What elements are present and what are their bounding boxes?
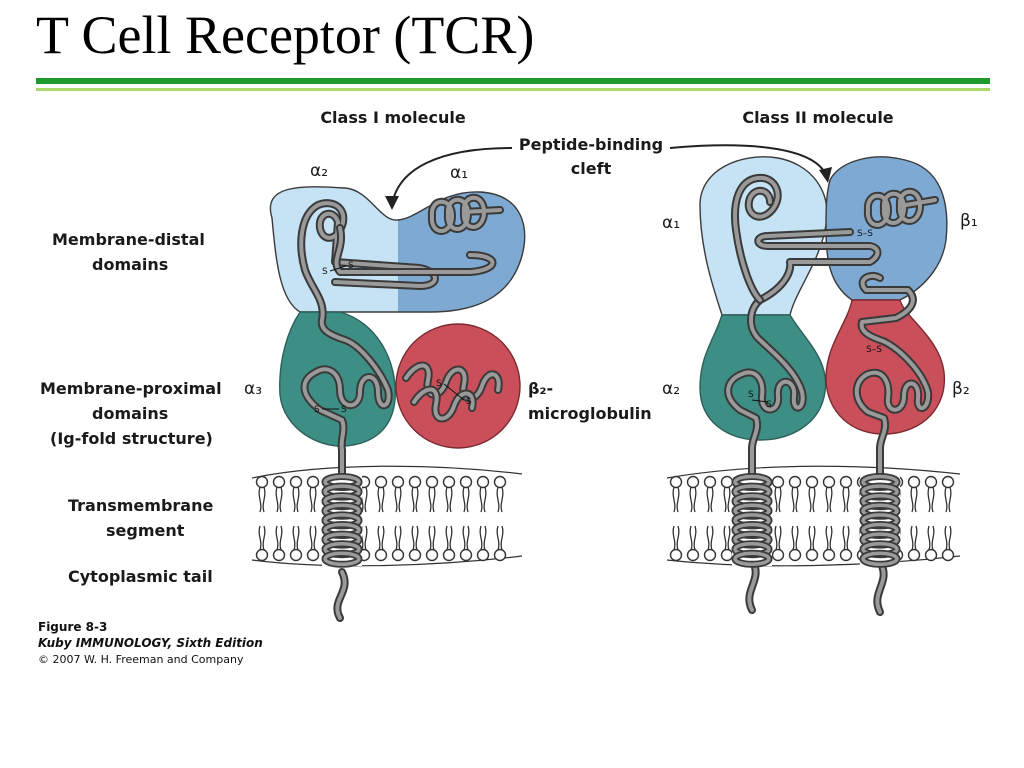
caption-book: Kuby IMMUNOLOGY, Sixth Edition xyxy=(38,636,263,650)
cleft-arrow-left-head xyxy=(385,196,399,210)
slide-title: T Cell Receptor (TCR) xyxy=(36,5,535,65)
svg-text:S: S xyxy=(314,405,320,415)
membrane-left xyxy=(251,465,523,567)
svg-text:S–S: S–S xyxy=(857,229,873,239)
class1-molecule xyxy=(269,186,526,622)
label-peptide-binding: Peptide-binding xyxy=(519,135,663,154)
label-class-1: Class I molecule xyxy=(320,108,466,127)
title-rule-thick xyxy=(36,78,990,84)
label-c1-alpha2: α₂ xyxy=(310,161,328,181)
label-c2-alpha1: α₁ xyxy=(662,213,680,233)
svg-text:S–S: S–S xyxy=(866,345,882,355)
label-transmembrane-2: segment xyxy=(106,521,185,540)
caption-copyright: © 2007 W. H. Freeman and Company xyxy=(38,653,244,666)
label-c1-alpha1: α₁ xyxy=(450,163,468,183)
cleft-arrow-right xyxy=(669,144,827,176)
label-cleft: cleft xyxy=(571,159,612,178)
label-b2m-2: microglobulin xyxy=(528,404,652,423)
svg-text:S: S xyxy=(348,261,354,271)
svg-text:S: S xyxy=(341,405,347,415)
svg-text:S: S xyxy=(436,379,442,389)
class2-molecule xyxy=(699,156,948,616)
label-cytoplasmic-tail: Cytoplasmic tail xyxy=(68,567,213,586)
svg-text:S: S xyxy=(766,400,772,410)
beta2-microglobulin-domain xyxy=(395,323,521,449)
label-transmembrane-1: Transmembrane xyxy=(68,496,213,515)
svg-text:S: S xyxy=(322,267,328,277)
disulfide-bonds: S S S S S S S–S S–S S S xyxy=(314,229,882,415)
caption-figure: Figure 8-3 xyxy=(38,620,107,634)
label-c1-alpha3: α₃ xyxy=(244,379,262,399)
label-c2-beta2: β₂ xyxy=(952,379,970,399)
label-membrane-distal-2: domains xyxy=(92,255,168,274)
label-membrane-proximal-2: domains xyxy=(92,404,168,423)
membrane-right xyxy=(666,465,961,567)
svg-text:S: S xyxy=(466,397,472,407)
cleft-arrow-right-head xyxy=(819,167,832,183)
label-membrane-distal-1: Membrane-distal xyxy=(52,230,205,249)
cleft-arrow-left xyxy=(391,147,513,206)
label-b2m-1: β₂- xyxy=(528,379,553,398)
mhc-diagram: Membrane-distal domains Membrane-proxima… xyxy=(38,108,978,666)
title-rule-thin xyxy=(36,88,990,91)
label-membrane-proximal-1: Membrane-proximal xyxy=(40,379,222,398)
label-c2-beta1: β₁ xyxy=(960,211,978,231)
label-membrane-proximal-3: (Ig-fold structure) xyxy=(50,429,213,448)
label-c2-alpha2: α₂ xyxy=(662,379,680,399)
svg-text:S: S xyxy=(748,390,754,400)
label-class-2: Class II molecule xyxy=(742,108,893,127)
